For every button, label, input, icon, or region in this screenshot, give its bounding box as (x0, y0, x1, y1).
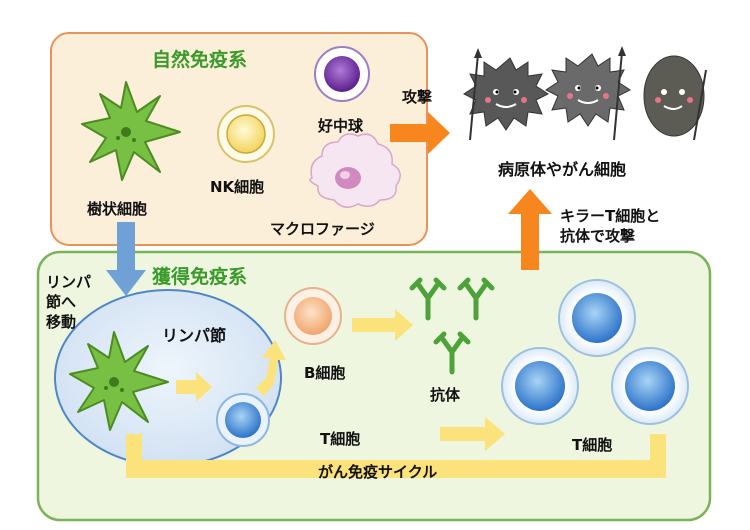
pathogen-virus-2-icon (545, 46, 631, 141)
attack-arrow (390, 112, 450, 154)
t-cell-group-label: T細胞 (572, 436, 613, 454)
lymph-dendritic-cell-icon (69, 331, 169, 431)
arrow-b-to-antibody (352, 309, 413, 341)
arrow-t-to-b (256, 340, 286, 396)
nk-cell-icon (217, 105, 275, 163)
migrate-arrow (106, 222, 146, 296)
t-cell-label: T細胞 (320, 430, 361, 448)
dendritic-cell-label: 樹状細胞 (87, 200, 148, 218)
lymph-node-label: リンパ節 (162, 326, 227, 345)
b-cell-label: B細胞 (304, 364, 346, 382)
pathogen-virus-1-icon (463, 48, 549, 141)
attack-label: 攻撃 (402, 88, 433, 106)
pathogen-label: 病原体やがん細胞 (498, 160, 627, 179)
neutrophil-icon (314, 46, 370, 102)
antibody-label: 抗体 (430, 386, 461, 404)
dendritic-cell-icon (81, 81, 181, 181)
migrate-line-3: 移動 (46, 313, 77, 331)
innate-title: 自然免疫系 (152, 49, 248, 71)
cancer-immune-cycle-label: がん免疫サイクル (318, 463, 438, 481)
macrophage-label: マクロファージ (270, 220, 375, 238)
killer-attack-line-1: キラーT細胞と (560, 207, 661, 225)
t-cell-group-icon (501, 279, 689, 425)
pathogen-bacterium-icon (643, 55, 707, 141)
killer-attack-arrow (508, 189, 552, 270)
arrow-t-to-tgroup (440, 417, 505, 451)
nk-cell-label: NK細胞 (210, 178, 265, 196)
macrophage-icon (309, 133, 401, 208)
cancer-immune-cycle-band (126, 434, 666, 478)
arrow-dc-to-t (176, 372, 212, 402)
migrate-line-2: 節へ (46, 293, 77, 311)
antibody-icons (409, 277, 495, 375)
acquired-title: 獲得免疫系 (152, 266, 248, 288)
killer-attack-line-2: 抗体で攻撃 (560, 227, 636, 245)
killer-attack-label: キラーT細胞と 抗体で攻撃 (560, 206, 660, 246)
neutrophil-label: 好中球 (318, 117, 364, 135)
b-cell-icon (284, 287, 342, 345)
migrate-label: リンパ 節へ 移動 (46, 272, 91, 332)
migrate-line-1: リンパ (46, 273, 92, 291)
lymph-t-cell-icon (216, 393, 270, 447)
